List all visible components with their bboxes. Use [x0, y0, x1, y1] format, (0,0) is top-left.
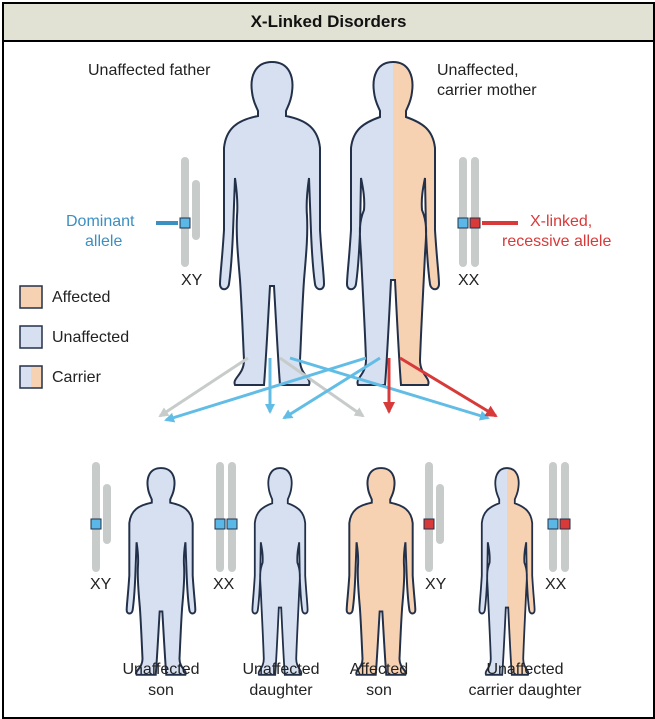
mother-figure — [346, 61, 440, 386]
child3-chromosomes — [423, 462, 444, 572]
title-bar: X-Linked Disorders — [4, 4, 653, 42]
child1-chromosomes — [90, 462, 111, 572]
child3-label-line1: Affected — [349, 661, 409, 678]
legend-affected-swatch — [19, 285, 43, 309]
child4-genotype: XX — [545, 576, 567, 593]
child-unaffected-son — [125, 467, 197, 676]
child2-label-line1: Unaffected — [242, 661, 320, 678]
child4-chromosomes — [547, 462, 571, 572]
child3-genotype: XY — [425, 576, 447, 593]
child2-chromosomes — [214, 462, 238, 572]
father-label: Unaffected father — [88, 62, 211, 79]
child1-genotype: XY — [90, 576, 112, 593]
recessive-allele-label-line2: recessive allele — [502, 233, 612, 250]
legend-carrier-label: Carrier — [52, 369, 101, 386]
inheritance-arrows — [158, 356, 498, 423]
mother-label-line1: Unaffected, — [437, 62, 519, 79]
child3-label-line2: son — [366, 682, 392, 699]
diagram-title: X-Linked Disorders — [250, 12, 407, 31]
recessive-allele-label-line1: X-linked, — [530, 213, 593, 230]
father-figure — [219, 61, 325, 386]
father-chromosomes — [179, 157, 200, 267]
dominant-allele-label-line2: allele — [85, 233, 123, 250]
child-affected-son — [345, 467, 417, 676]
dominant-allele-label-line1: Dominant — [66, 213, 135, 230]
child4-label-line1: Unaffected — [486, 661, 564, 678]
father-genotype: XY — [181, 272, 203, 289]
legend-carrier-swatch — [19, 365, 43, 389]
legend-unaffected-label: Unaffected — [52, 329, 130, 346]
legend-unaffected-swatch — [19, 325, 43, 349]
child2-genotype: XX — [213, 576, 235, 593]
child2-label-line2: daughter — [249, 682, 313, 699]
child4-label-line2: carrier daughter — [468, 682, 582, 699]
mother-label-line2: carrier mother — [437, 82, 537, 99]
child1-label-line1: Unaffected — [122, 661, 200, 678]
mother-chromosomes — [457, 157, 481, 267]
legend-affected-label: Affected — [52, 289, 111, 306]
child1-label-line2: son — [148, 682, 174, 699]
child-carrier-daughter — [478, 467, 536, 676]
child-unaffected-daughter — [251, 467, 309, 676]
mother-genotype: XX — [458, 272, 480, 289]
